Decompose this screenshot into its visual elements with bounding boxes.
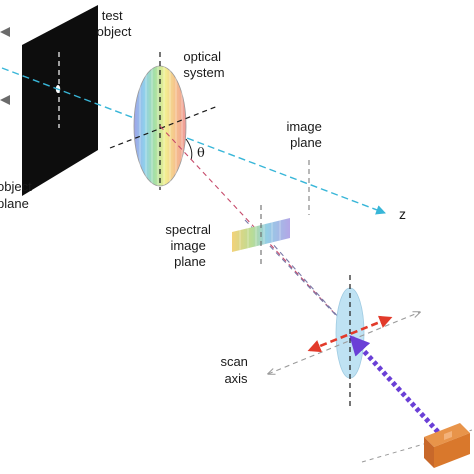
theta-label: θ xyxy=(197,146,205,161)
object-plane-label: object plane xyxy=(0,179,35,211)
lens-horizontal-axis xyxy=(109,105,219,149)
theta-arc xyxy=(185,138,193,161)
optical-axis xyxy=(1,67,386,215)
test-object-label: test object xyxy=(97,8,132,39)
scan-axis-label: scan axis xyxy=(220,354,251,386)
detector-axis xyxy=(361,429,473,463)
scan-motion-arrow xyxy=(307,315,393,353)
object-plane xyxy=(22,5,98,196)
z-axis-label: z xyxy=(399,206,406,222)
optical-system-label: optical system xyxy=(183,49,224,80)
camera-icon xyxy=(424,423,470,468)
spectral-image-plane-label: spectral image plane xyxy=(165,222,214,269)
image-plane-label: image plane xyxy=(286,119,325,150)
view-path-arrow xyxy=(349,335,440,434)
eye-marker-icon xyxy=(0,27,10,105)
